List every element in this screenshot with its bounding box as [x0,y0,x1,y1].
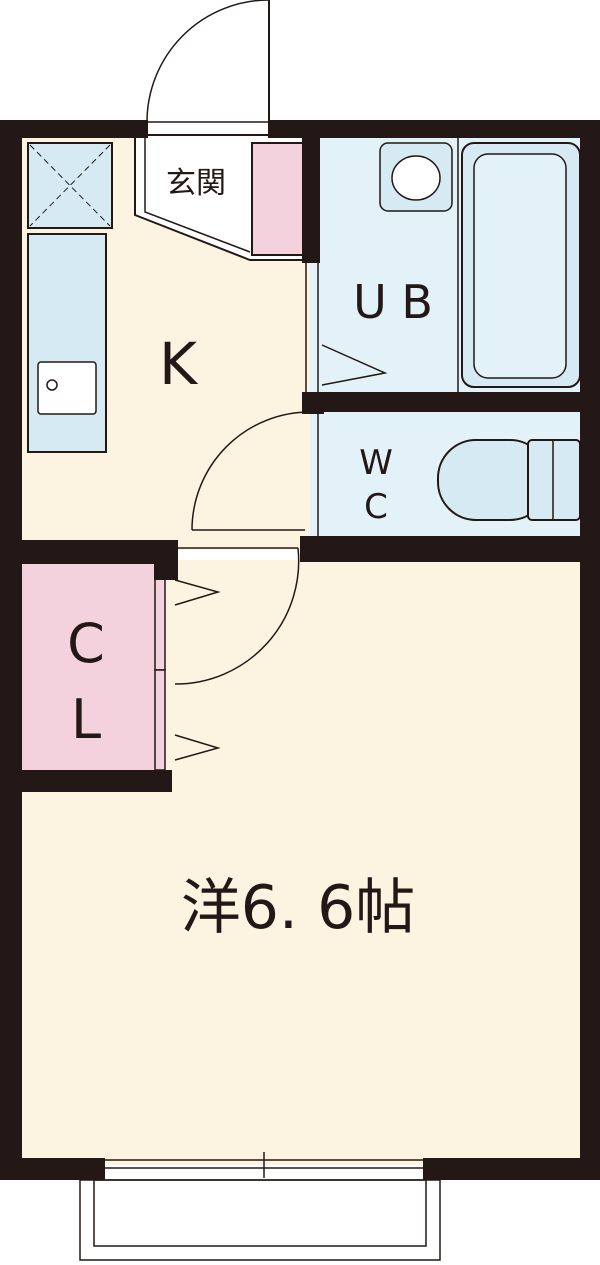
refrigerator-mark-2 [29,144,111,227]
bathtub-inner [473,153,567,379]
toilet-tank [527,439,581,521]
entrance-step [144,135,251,253]
balcony-inner [93,1179,427,1247]
kitchen-bath-door-swing [191,411,311,531]
closet-door-mark-2 [174,734,221,761]
sink-drain [46,379,58,391]
window [105,1152,423,1178]
room-door-swing [174,547,300,685]
kitchen-counter [27,233,107,453]
refrigerator-mark [29,144,111,227]
closet-door-left [154,574,166,671]
kitchen-label: K [159,330,199,398]
washbasin-bowl [391,155,441,201]
toilet-label-w: W [359,443,393,483]
closet-door-mark-1 [174,579,221,606]
bath-label: U B [353,275,433,329]
closet-label-c: C [67,612,105,675]
balcony [79,1179,441,1261]
toilet-label-c: C [364,487,388,527]
entrance-door-swing [146,0,270,123]
entrance-label: 玄関 [166,166,226,201]
walls [0,120,600,1180]
closet-floor [22,563,162,775]
thin-walls [148,121,319,540]
bath-door-mark [321,344,388,386]
refrigerator-space [27,142,113,229]
closet-door-right [154,669,166,771]
closet-label-l: L [71,688,101,751]
kitchen-sink [37,361,97,415]
western-room-label: 洋6. 6帖 [181,873,416,943]
shoe-cabinet [251,142,305,256]
